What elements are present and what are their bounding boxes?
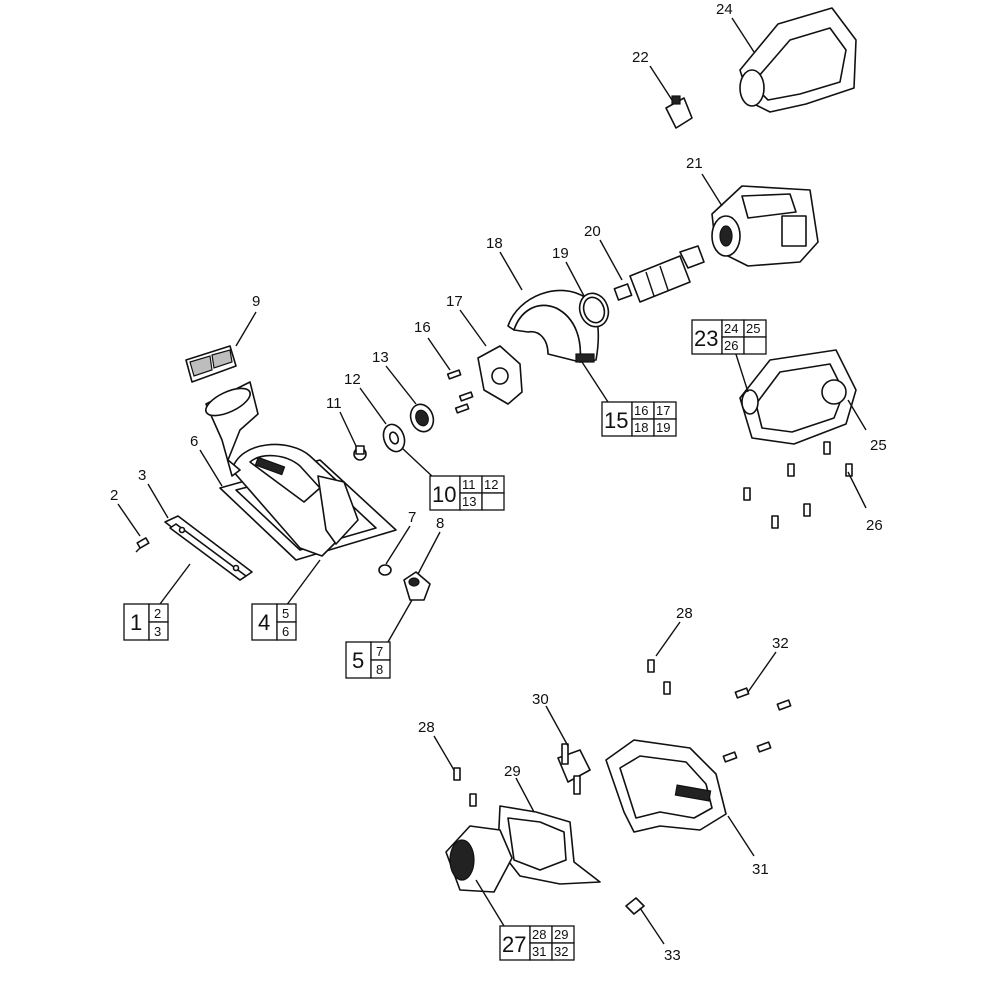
callout-26: 26 <box>866 517 883 534</box>
part-7-washer <box>378 564 392 576</box>
callout-30: 30 <box>532 691 549 708</box>
callout-22: 22 <box>632 49 649 66</box>
kit-10-sub-a: 11 <box>462 477 476 492</box>
kit-box-1: 1 2 3 <box>123 603 169 641</box>
callout-2: 2 <box>110 487 118 504</box>
callout-3: 3 <box>138 467 146 484</box>
part-19-o-ring <box>578 292 610 328</box>
part-2-screw <box>135 537 150 553</box>
callout-7: 7 <box>408 509 416 526</box>
kit-15-sub-a: 16 <box>634 403 648 418</box>
callout-11: 11 <box>326 395 342 412</box>
kit-23-sub-b: 25 <box>746 321 760 336</box>
part-28-screws <box>453 659 671 807</box>
part-31-handle-half <box>605 739 727 833</box>
kit-10-main: 10 <box>432 482 456 507</box>
callout-13: 13 <box>372 349 389 366</box>
kit-5-sub-b: 8 <box>376 662 383 677</box>
kit-15-sub-c: 18 <box>634 420 648 435</box>
part-32-screws <box>722 687 792 763</box>
callout-18: 18 <box>486 235 503 252</box>
callout-21: 21 <box>686 155 703 172</box>
part-33-clip <box>625 897 645 915</box>
callout-9: 9 <box>252 293 260 310</box>
kit-box-10: 10 11 12 13 <box>429 475 505 511</box>
callout-12: 12 <box>344 371 361 388</box>
kit-15-sub-b: 17 <box>656 403 670 418</box>
callout-33: 33 <box>664 947 681 964</box>
part-16-screws <box>446 369 474 414</box>
kit-10-sub-c: 13 <box>462 494 476 509</box>
kit-23-sub-c: 26 <box>724 338 738 353</box>
part-27-battery-housing <box>445 825 513 893</box>
part-30-bracket <box>557 743 591 795</box>
part-8-lever <box>403 571 431 601</box>
kit-15-main: 15 <box>604 408 628 433</box>
part-12-washer <box>382 423 406 453</box>
part-3-plate <box>164 515 253 581</box>
callout-6: 6 <box>190 433 198 450</box>
callout-32: 32 <box>772 635 789 652</box>
kit-1-sub-b: 3 <box>154 624 161 639</box>
part-29-handle-cover <box>497 805 601 885</box>
part-26-screws <box>743 441 853 529</box>
kit-4-sub-b: 6 <box>282 624 289 639</box>
callout-17: 17 <box>446 293 463 310</box>
part-18-upper-guard <box>507 289 600 363</box>
callout-19: 19 <box>552 245 569 262</box>
callout-31: 31 <box>752 861 769 878</box>
kit-15-sub-d: 19 <box>656 420 670 435</box>
kit-box-23: 23 24 25 26 <box>691 319 767 355</box>
kit-10-sub-b: 12 <box>484 477 498 492</box>
part-24-handle-half <box>739 7 857 113</box>
leader-lines <box>117 17 867 945</box>
callout-16: 16 <box>414 319 431 336</box>
part-17-plate <box>477 345 523 405</box>
kit-23-sub-a: 24 <box>724 321 738 336</box>
part-9-dust-port <box>185 345 259 477</box>
kit-27-main: 27 <box>502 932 526 957</box>
callout-labels: 2 3 6 7 8 9 11 12 13 16 17 18 19 20 21 2… <box>110 1 887 964</box>
kit-27-sub-c: 31 <box>532 944 546 959</box>
kit-5-sub-a: 7 <box>376 644 383 659</box>
callout-8: 8 <box>436 515 444 532</box>
kit-box-5: 5 7 8 <box>345 641 391 679</box>
part-13-flange <box>409 403 435 433</box>
kit-5-main: 5 <box>352 648 364 673</box>
callout-28b: 28 <box>418 719 435 736</box>
kit-23-main: 23 <box>694 326 718 351</box>
part-11-nut <box>353 445 367 461</box>
part-25-housing <box>739 349 857 445</box>
kit-4-main: 4 <box>258 610 270 635</box>
callout-28a: 28 <box>676 605 693 622</box>
kit-4-sub-a: 5 <box>282 606 289 621</box>
kit-27-sub-a: 28 <box>532 927 546 942</box>
callout-20: 20 <box>584 223 601 240</box>
callout-24: 24 <box>716 1 733 18</box>
part-22-switch <box>665 95 693 129</box>
callout-25: 25 <box>870 437 887 454</box>
kit-box-27: 27 28 29 31 32 <box>499 925 575 961</box>
kit-box-4: 4 5 6 <box>251 603 297 641</box>
kit-box-15: 15 16 17 18 19 <box>601 401 677 437</box>
part-6-guard-base <box>219 443 397 561</box>
kit-27-sub-d: 32 <box>554 944 568 959</box>
kit-1-sub-a: 2 <box>154 606 161 621</box>
callout-29: 29 <box>504 763 521 780</box>
part-20-armature <box>613 245 705 303</box>
kit-1-main: 1 <box>130 610 142 635</box>
kit-27-sub-b: 29 <box>554 927 568 942</box>
part-21-motor-housing <box>711 185 819 267</box>
